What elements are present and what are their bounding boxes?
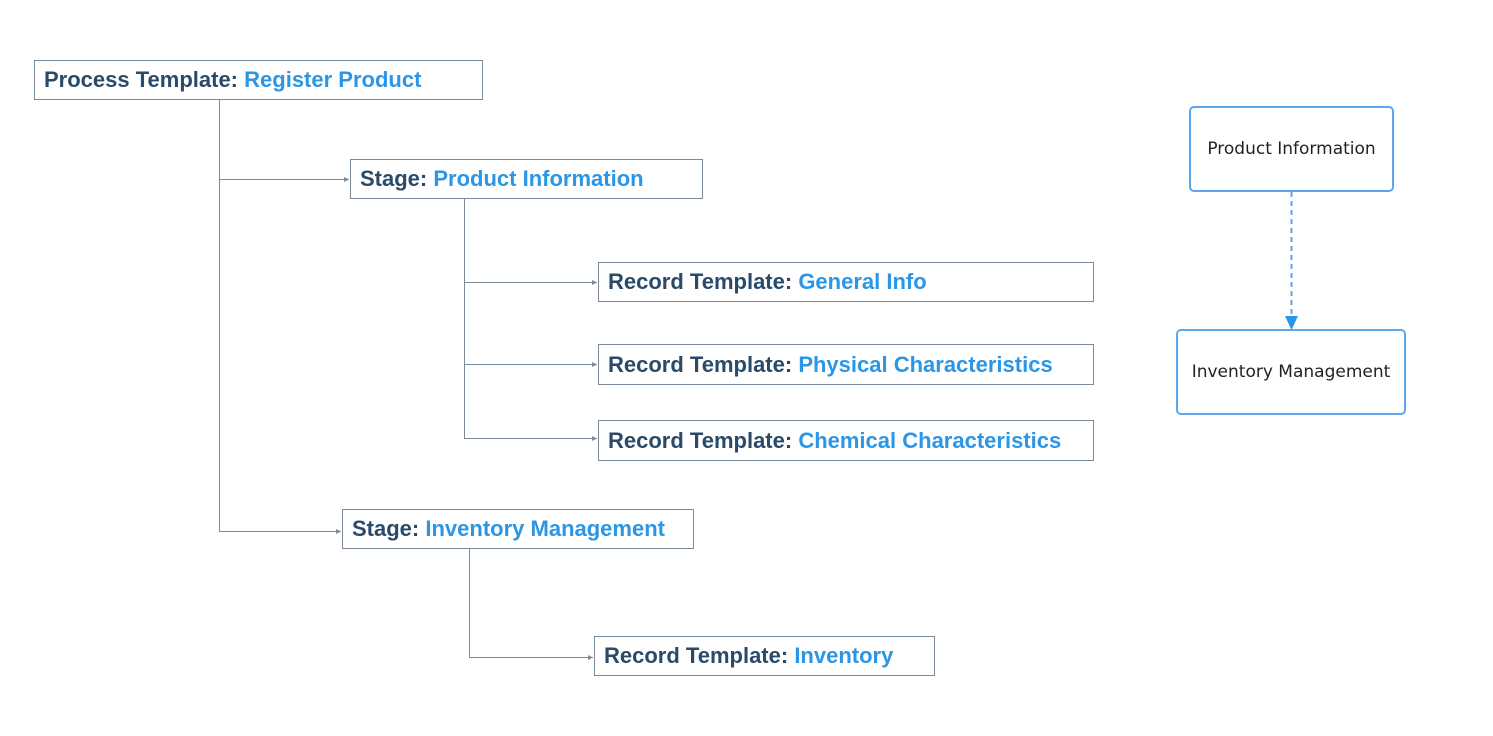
flow-node-inventory-management: Inventory Management xyxy=(1176,329,1406,415)
flow-node-label: Product Information xyxy=(1207,139,1376,159)
record-template-node-inventory: Record Template: Inventory xyxy=(594,636,935,676)
stage-name: Inventory Management xyxy=(425,516,665,541)
record-template-prefix: Record Template: xyxy=(604,643,789,668)
flow-node-label: Inventory Management xyxy=(1191,362,1391,382)
record-template-prefix: Record Template: xyxy=(608,269,793,294)
stage-node-product-information: Stage: Product Information xyxy=(350,159,703,199)
connector-stage-2-to-record-4 xyxy=(469,549,593,660)
connector-stage-1-to-record-1 xyxy=(464,199,597,285)
stage-node-inventory-management: Stage: Inventory Management xyxy=(342,509,694,549)
process-template-node: Process Template: Register Product xyxy=(34,60,483,100)
process-template-name: Register Product xyxy=(244,67,422,92)
record-template-prefix: Record Template: xyxy=(608,351,793,377)
record-template-node-physical-characteristics: Record Template: Physical Characteristic… xyxy=(598,344,1094,385)
record-template-node-general-info: Record Template: General Info xyxy=(598,262,1094,302)
flow-node-product-information: Product Information xyxy=(1189,106,1394,192)
record-template-name: Inventory xyxy=(794,643,894,668)
stage-prefix: Stage: xyxy=(352,516,420,541)
stage-prefix: Stage: xyxy=(360,166,428,191)
record-template-name: Chemical Characteristics xyxy=(798,427,1062,453)
record-template-node-chemical-characteristics: Record Template: Chemical Characteristic… xyxy=(598,420,1094,461)
connector-process-to-stage-1 xyxy=(219,100,349,182)
process-template-prefix: Process Template: xyxy=(44,67,239,92)
stage-name: Product Information xyxy=(433,166,644,191)
connector-process-to-stage-2 xyxy=(219,179,341,534)
record-template-name: General Info xyxy=(798,269,927,294)
record-template-name: Physical Characteristics xyxy=(798,351,1053,377)
connector-stage-1-to-record-3 xyxy=(464,364,597,441)
connector-stage-1-to-record-2 xyxy=(464,282,597,367)
flow-arrowhead xyxy=(1285,316,1298,330)
record-template-prefix: Record Template: xyxy=(608,427,793,453)
